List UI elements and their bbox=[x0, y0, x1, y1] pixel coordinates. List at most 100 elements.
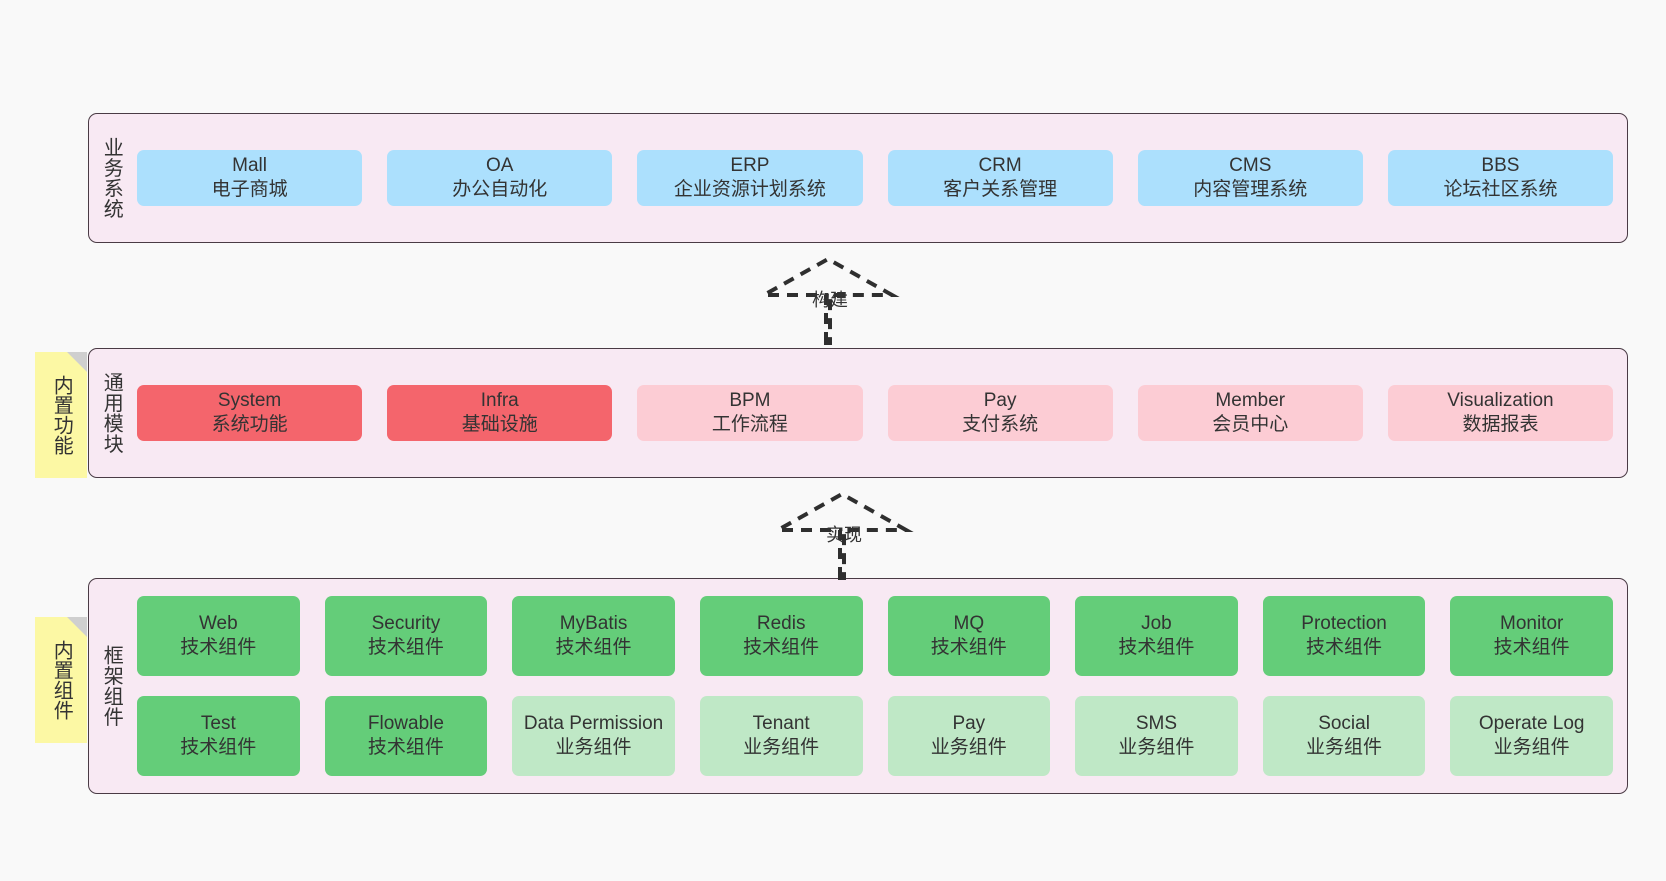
note-built-in-features[interactable]: 内置功能 bbox=[35, 352, 87, 478]
card-crm[interactable]: CRM 客户关系管理 bbox=[887, 150, 1113, 206]
layer-cards-common: System 系统功能 Infra 基础设施 BPM 工作流程 Pay 支付系统… bbox=[133, 349, 1627, 477]
card-row: Mall 电子商城 OA 办公自动化 ERP 企业资源计划系统 CRM 客户关系… bbox=[137, 150, 1614, 206]
card-title: Infra bbox=[480, 390, 519, 412]
card-web[interactable]: Web 技术组件 bbox=[137, 596, 300, 676]
card-title: CMS bbox=[1229, 155, 1272, 177]
card-title: Redis bbox=[756, 613, 806, 635]
card-subtitle: 内容管理系统 bbox=[1193, 179, 1308, 200]
card-subtitle: 业务组件 bbox=[1118, 737, 1195, 758]
layer-common-modules[interactable]: 通用模块 System 系统功能 Infra 基础设施 BPM 工作流程 Pay… bbox=[88, 348, 1628, 478]
card-title: CRM bbox=[978, 155, 1022, 177]
card-title: ERP bbox=[730, 155, 770, 177]
connector-build bbox=[750, 255, 910, 345]
card-row: Web 技术组件 Security 技术组件 MyBatis 技术组件 Redi… bbox=[137, 596, 1613, 676]
card-title: System bbox=[217, 390, 282, 412]
card-infra[interactable]: Infra 基础设施 bbox=[387, 385, 613, 441]
card-erp[interactable]: ERP 企业资源计划系统 bbox=[637, 150, 863, 206]
card-title: Mall bbox=[232, 155, 267, 177]
connector-implement bbox=[764, 490, 924, 580]
card-flowable[interactable]: Flowable 技术组件 bbox=[324, 696, 488, 776]
card-bpm[interactable]: BPM 工作流程 bbox=[637, 385, 863, 441]
card-job[interactable]: Job 技术组件 bbox=[1075, 596, 1238, 676]
card-subtitle: 业务组件 bbox=[555, 737, 632, 758]
card-oa[interactable]: OA 办公自动化 bbox=[387, 150, 613, 206]
card-subtitle: 技术组件 bbox=[743, 637, 820, 658]
card-subtitle: 技术组件 bbox=[180, 637, 257, 658]
note-label: 内置组件 bbox=[50, 640, 73, 720]
card-subtitle: 业务组件 bbox=[1493, 737, 1570, 758]
card-subtitle: 客户关系管理 bbox=[943, 179, 1058, 200]
card-cms[interactable]: CMS 内容管理系统 bbox=[1137, 150, 1363, 206]
card-subtitle: 技术组件 bbox=[1493, 637, 1570, 658]
card-title: Flowable bbox=[367, 713, 444, 735]
card-subtitle: 支付系统 bbox=[962, 414, 1039, 435]
card-title: Visualization bbox=[1447, 390, 1554, 412]
card-title: Member bbox=[1215, 390, 1286, 412]
card-title: Protection bbox=[1301, 613, 1387, 635]
card-pay-business[interactable]: Pay 业务组件 bbox=[887, 696, 1051, 776]
card-bbs[interactable]: BBS 论坛社区系统 bbox=[1387, 150, 1614, 206]
card-subtitle: 技术组件 bbox=[1118, 637, 1195, 658]
card-member[interactable]: Member 会员中心 bbox=[1137, 385, 1363, 441]
card-subtitle: 电子商城 bbox=[211, 179, 288, 200]
card-system[interactable]: System 系统功能 bbox=[137, 385, 363, 441]
card-subtitle: 工作流程 bbox=[711, 414, 788, 435]
note-built-in-components[interactable]: 内置组件 bbox=[35, 617, 87, 743]
card-mq[interactable]: MQ 技术组件 bbox=[887, 596, 1051, 676]
card-row: System 系统功能 Infra 基础设施 BPM 工作流程 Pay 支付系统… bbox=[137, 385, 1614, 441]
card-operate-log[interactable]: Operate Log 业务组件 bbox=[1450, 696, 1613, 776]
card-title: Test bbox=[200, 713, 236, 735]
card-subtitle: 技术组件 bbox=[367, 637, 444, 658]
card-subtitle: 基础设施 bbox=[461, 414, 538, 435]
card-social[interactable]: Social 业务组件 bbox=[1262, 696, 1426, 776]
card-title: Data Permission bbox=[523, 713, 664, 735]
card-protection[interactable]: Protection 技术组件 bbox=[1262, 596, 1426, 676]
card-security[interactable]: Security 技术组件 bbox=[324, 596, 488, 676]
card-subtitle: 会员中心 bbox=[1212, 414, 1289, 435]
card-pay[interactable]: Pay 支付系统 bbox=[887, 385, 1113, 441]
card-test[interactable]: Test 技术组件 bbox=[137, 696, 300, 776]
layer-business-system[interactable]: 业务系统 Mall 电子商城 OA 办公自动化 ERP 企业资源计划系统 CRM… bbox=[88, 113, 1628, 243]
card-mall[interactable]: Mall 电子商城 bbox=[137, 150, 363, 206]
card-subtitle: 业务组件 bbox=[930, 737, 1007, 758]
card-title: MyBatis bbox=[559, 613, 628, 635]
card-mybatis[interactable]: MyBatis 技术组件 bbox=[512, 596, 675, 676]
card-title: BPM bbox=[729, 390, 771, 412]
connector-build-label: 构建 bbox=[812, 290, 848, 310]
card-title: Tenant bbox=[752, 713, 810, 735]
card-title: Social bbox=[1318, 713, 1370, 735]
card-tenant[interactable]: Tenant 业务组件 bbox=[699, 696, 863, 776]
layer-cards-business: Mall 电子商城 OA 办公自动化 ERP 企业资源计划系统 CRM 客户关系… bbox=[133, 114, 1627, 242]
card-subtitle: 企业资源计划系统 bbox=[673, 179, 826, 200]
card-title: BBS bbox=[1481, 155, 1520, 177]
card-visualization[interactable]: Visualization 数据报表 bbox=[1387, 385, 1614, 441]
page-fold-icon bbox=[67, 352, 87, 372]
card-title: Monitor bbox=[1500, 613, 1564, 635]
card-subtitle: 论坛社区系统 bbox=[1443, 179, 1558, 200]
connector-implement-label: 实现 bbox=[826, 525, 862, 545]
layer-title-business: 业务系统 bbox=[100, 137, 123, 219]
card-title: Pay bbox=[983, 390, 1017, 412]
card-data-permission[interactable]: Data Permission 业务组件 bbox=[512, 696, 675, 776]
card-title: Security bbox=[371, 613, 441, 635]
card-sms[interactable]: SMS 业务组件 bbox=[1075, 696, 1238, 776]
card-subtitle: 技术组件 bbox=[930, 637, 1007, 658]
card-title: MQ bbox=[953, 613, 985, 635]
layer-cards-framework: Web 技术组件 Security 技术组件 MyBatis 技术组件 Redi… bbox=[133, 579, 1627, 793]
card-subtitle: 数据报表 bbox=[1462, 414, 1539, 435]
card-subtitle: 技术组件 bbox=[180, 737, 257, 758]
card-subtitle: 业务组件 bbox=[1306, 737, 1383, 758]
layer-framework-components[interactable]: 框架组件 Web 技术组件 Security 技术组件 MyBatis 技术组件… bbox=[88, 578, 1628, 794]
card-title: OA bbox=[486, 155, 514, 177]
card-redis[interactable]: Redis 技术组件 bbox=[699, 596, 863, 676]
card-subtitle: 办公自动化 bbox=[452, 179, 548, 200]
layer-title-common: 通用模块 bbox=[100, 372, 123, 454]
implement-arrow-icon bbox=[770, 491, 914, 580]
card-subtitle: 技术组件 bbox=[555, 637, 632, 658]
note-label: 内置功能 bbox=[50, 375, 73, 455]
card-monitor[interactable]: Monitor 技术组件 bbox=[1450, 596, 1613, 676]
card-title: Job bbox=[1141, 613, 1172, 635]
card-subtitle: 系统功能 bbox=[211, 414, 288, 435]
build-arrow-icon bbox=[756, 256, 900, 345]
